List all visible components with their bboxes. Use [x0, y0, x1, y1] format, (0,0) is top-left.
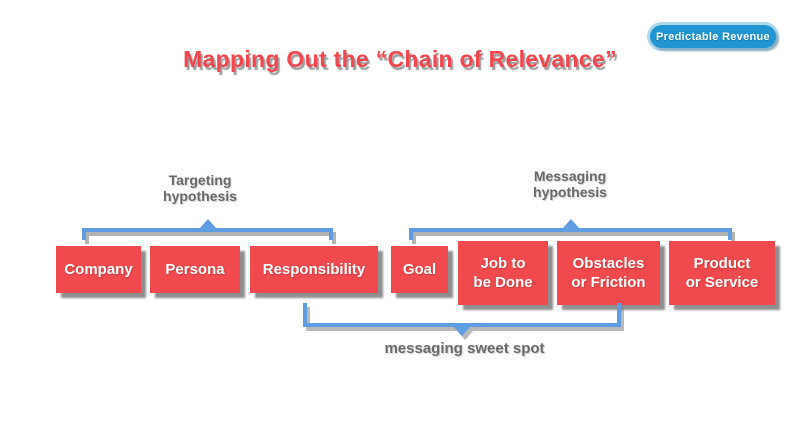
chain-box-product-or-service: Product or Service	[669, 241, 775, 305]
left-group-label: Targeting hypothesis	[163, 172, 237, 204]
bracket-end-tick	[303, 303, 307, 327]
up-arrow-icon	[562, 219, 579, 228]
bracket-end-tick	[728, 228, 732, 240]
chain-box-job-to-be-done: Job to be Done	[458, 241, 548, 305]
up-arrow-icon	[199, 219, 216, 228]
chain-box-company: Company	[56, 246, 141, 293]
chain-box-persona: Persona	[150, 246, 240, 293]
bottom-bracket	[303, 303, 621, 336]
right-group-label: Messaging hypothesis	[533, 168, 607, 200]
bracket-end-tick	[329, 228, 333, 240]
left-group-bracket	[82, 219, 333, 240]
chain-box-goal: Goal	[391, 246, 448, 293]
right-group-bracket	[409, 219, 732, 240]
bracket-bar	[303, 323, 621, 327]
predictable-revenue-badge-label: Predictable Revenue	[656, 30, 770, 43]
bracket-end-tick	[409, 228, 413, 240]
chain-box-obstacles-or-friction: Obstacles or Friction	[557, 241, 660, 305]
bracket-end-tick	[82, 228, 86, 240]
down-arrow-icon	[454, 327, 470, 336]
chain-box-responsibility: Responsibility	[250, 246, 378, 293]
predictable-revenue-badge: Predictable Revenue	[650, 25, 776, 48]
bracket-end-tick	[617, 303, 621, 327]
slide-title: Mapping Out the “Chain of Relevance”	[183, 46, 617, 72]
bottom-label: messaging sweet spot	[384, 340, 545, 357]
